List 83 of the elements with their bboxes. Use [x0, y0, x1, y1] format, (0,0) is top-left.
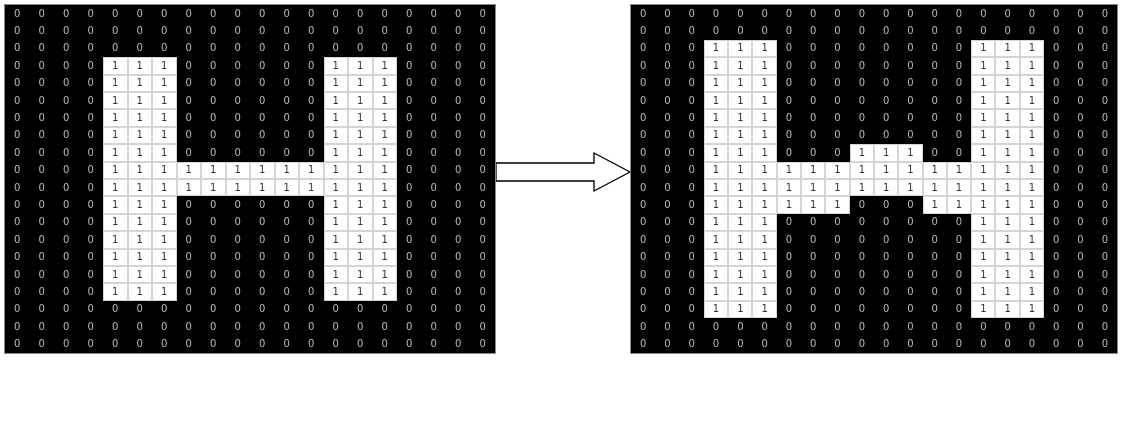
grid-cell: 1: [127, 196, 152, 214]
grid-cell: 1: [849, 144, 874, 162]
grid-cell: 1: [127, 109, 152, 127]
grid-cell: 1: [752, 283, 777, 301]
grid-cell: 1: [825, 196, 850, 214]
grid-cell: 1: [348, 57, 373, 75]
grid-cell: 1: [874, 144, 899, 162]
grid-cell: 1: [995, 196, 1020, 214]
grid-cell: 1: [703, 231, 729, 249]
grid-cell: 1: [1019, 57, 1045, 75]
grid-cell: 1: [323, 144, 348, 162]
grid-cell: 1: [127, 283, 152, 301]
grid-cell: 1: [323, 196, 348, 214]
grid-cell: 1: [372, 109, 397, 127]
grid-cell: 1: [348, 144, 373, 162]
grid-cell: 1: [971, 109, 996, 127]
grid-cell: 1: [372, 144, 397, 162]
grid-cell: 1: [898, 144, 923, 162]
grid-cell: 1: [372, 231, 397, 249]
grid-cell: 1: [995, 109, 1020, 127]
grid-cell: 1: [152, 144, 177, 162]
grid-cell: 1: [971, 196, 996, 214]
grid-cell: 1: [1019, 144, 1045, 162]
grid-cell: 1: [728, 109, 753, 127]
grid-cell: 1: [103, 231, 128, 249]
grid-cell: 1: [776, 196, 802, 214]
grid-cell: 1: [703, 109, 729, 127]
grid-cell: 1: [946, 196, 972, 214]
grid-cell: 1: [801, 196, 826, 214]
grid-cell: 1: [103, 283, 128, 301]
grid-cell: 1: [323, 57, 348, 75]
grid-cell: 1: [1019, 283, 1045, 301]
grid-cell: 1: [323, 283, 348, 301]
grid-cell: 1: [703, 283, 729, 301]
grid-cell: 1: [152, 231, 177, 249]
grid-cell: 1: [127, 231, 152, 249]
grid-cell: 1: [348, 283, 373, 301]
grid-cell: 1: [1019, 109, 1045, 127]
grid-cell: 1: [971, 57, 996, 75]
grid-cell: 1: [971, 283, 996, 301]
grid-cell: 1: [703, 196, 729, 214]
grid-cell: 1: [728, 196, 753, 214]
grid-cell: 1: [127, 144, 152, 162]
grid-cell: 1: [103, 144, 128, 162]
grid-cell: 1: [971, 231, 996, 249]
grid-cell: 1: [372, 57, 397, 75]
grid-cell: 1: [995, 283, 1020, 301]
binary-grid: [4, 4, 496, 354]
grid-cell: 1: [703, 144, 729, 162]
grid-cell: 1: [152, 57, 177, 75]
grid-cell: 1: [1019, 231, 1045, 249]
grid-cell: 1: [752, 231, 777, 249]
grid-cell: 1: [348, 196, 373, 214]
grid-cell: 1: [703, 57, 729, 75]
grid-cell: 1: [1019, 196, 1045, 214]
grid-cell: 1: [323, 231, 348, 249]
grid-cell: 1: [728, 283, 753, 301]
block-arrow: [495, 151, 632, 193]
grid-cell: 1: [372, 283, 397, 301]
grid-cell: 1: [995, 144, 1020, 162]
grid-cell: 1: [752, 109, 777, 127]
grid-cell: 1: [103, 196, 128, 214]
binary-grid: [630, 4, 1118, 354]
grid-cell: 1: [152, 196, 177, 214]
grid-cell: 1: [348, 231, 373, 249]
grid-cell: 1: [372, 196, 397, 214]
grid-cell: 1: [995, 57, 1020, 75]
grid-cell: 1: [152, 109, 177, 127]
grid-cell: 1: [752, 144, 777, 162]
grid-cell: 1: [323, 109, 348, 127]
grid-cell: 1: [728, 57, 753, 75]
grid-cell: 1: [922, 196, 947, 214]
grid-cell: 1: [127, 57, 152, 75]
grid-cell: 1: [348, 109, 373, 127]
grid-cell: 1: [971, 144, 996, 162]
grid-cell: 1: [152, 283, 177, 301]
grid-cell: 1: [995, 231, 1020, 249]
grid-cell: 1: [728, 144, 753, 162]
grid-cell: 1: [103, 109, 128, 127]
grid-cell: 1: [728, 231, 753, 249]
grid-cell: 1: [103, 57, 128, 75]
grid-cell: 1: [752, 196, 777, 214]
grid-cell: 1: [752, 57, 777, 75]
